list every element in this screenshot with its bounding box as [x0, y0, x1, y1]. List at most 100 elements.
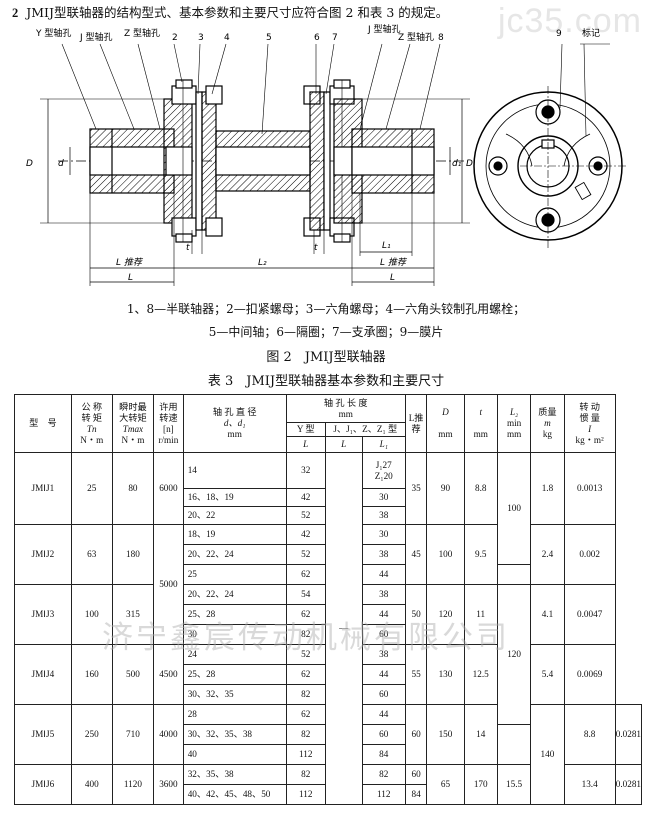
row-y-length: 32 — [285, 452, 326, 489]
dim-L-rec-right: L 推荐 — [380, 257, 408, 268]
dim-D: D — [26, 159, 33, 169]
row-lrec: 65 — [426, 764, 465, 805]
dim-L-right: L — [390, 273, 395, 283]
header-y-L: L — [285, 436, 326, 453]
row-tmax: 500 — [111, 644, 155, 705]
row-y-length: 112 — [285, 744, 326, 765]
row-y-length: 42 — [285, 488, 326, 507]
row-tn: 63 — [70, 524, 113, 585]
row-inertia: 0.0281 — [614, 764, 643, 805]
row-t: 8.8 — [463, 452, 498, 525]
row-bore: 16、18、19 — [182, 488, 287, 507]
dim-L2: L₂ — [258, 258, 267, 268]
row-y-length: 42 — [285, 524, 326, 545]
row-speed: 4000 — [153, 704, 184, 765]
row-y-length: 82 — [285, 764, 326, 785]
header-jz-type: J、J₁、Z、Z₁ 型 — [324, 422, 406, 437]
jz-length-dash: — — [324, 452, 363, 805]
row-y-length: 52 — [285, 506, 326, 525]
row-D: 150 — [426, 704, 465, 765]
row-lrec: 60 — [404, 704, 428, 765]
row-l1: 60 — [361, 624, 406, 645]
dim-L-left: L — [128, 273, 133, 283]
row-y-length: 62 — [285, 564, 326, 585]
row-bore: 28 — [182, 704, 287, 725]
row-bore: 40 — [182, 744, 287, 765]
row-y-length: 62 — [285, 664, 326, 685]
site-watermark: jc35.com — [497, 2, 642, 40]
row-mass: 1.8 — [530, 452, 565, 525]
row-L2-100: 100 — [496, 452, 532, 565]
row-speed: 6000 — [153, 452, 184, 525]
row-y-length: 82 — [285, 624, 326, 645]
label-z-hole-right: Z 型轴孔 — [398, 31, 434, 43]
row-bore: 20、22 — [182, 506, 287, 525]
row-l1: 38 — [361, 544, 406, 565]
row-bore: 30、32、35、38 — [182, 724, 287, 745]
header-y-type: Y 型 — [285, 422, 326, 437]
row-jz-length: 82 — [361, 764, 406, 785]
row-y-length: 54 — [285, 584, 326, 605]
row-L2-140: 140 — [530, 704, 565, 805]
part-number-8: 8 — [438, 33, 444, 43]
row-tn: 250 — [70, 704, 113, 765]
row-model: JMⅠJ6 — [14, 764, 72, 805]
row-tn: 400 — [70, 764, 113, 805]
row-l1: 44 — [361, 704, 406, 725]
dim-t-left: t — [186, 243, 190, 253]
row-bore: 20、22、24 — [182, 584, 287, 605]
label-z-hole-left: Z 型轴孔 — [124, 27, 160, 39]
row-tn: 25 — [70, 452, 113, 525]
part-number-9: 9 — [556, 29, 562, 39]
row-mass: 2.4 — [530, 524, 565, 585]
dim-L-rec-left: L 推荐 — [116, 257, 144, 268]
row-l1: 30 — [361, 488, 406, 507]
part-number-2: 2 — [172, 33, 178, 43]
dim-D-right: D — [466, 159, 473, 169]
row-inertia: 0.0069 — [563, 644, 616, 705]
part-number-3: 3 — [198, 33, 204, 43]
row-inertia: 0.0047 — [563, 584, 616, 645]
label-j-hole-right: J 型轴孔 — [367, 23, 401, 35]
row-bore: 25 — [182, 564, 287, 585]
row-inertia: 0.0013 — [563, 452, 616, 525]
row-bore: 25、28 — [182, 664, 287, 685]
row-tmax: 180 — [111, 524, 155, 585]
row-D: 170 — [463, 764, 498, 805]
row-l1: 38 — [361, 506, 406, 525]
dim-t-right: t — [314, 243, 318, 253]
header-speed: 许用转速[n]r/min — [153, 394, 184, 453]
row-inertia: 0.002 — [563, 524, 616, 585]
header-l-rec: L推荐 — [404, 394, 428, 453]
parts-caption-line-2: 5—中间轴；6—隔圈；7—支承圈；9—膜片 — [208, 325, 444, 339]
row-speed: 5000 — [153, 524, 184, 645]
row-lrec: 55 — [404, 644, 428, 705]
row-y-length: 82 — [285, 684, 326, 705]
row-l1: 38 — [361, 644, 406, 665]
row-tmax: 710 — [111, 704, 155, 765]
row-D: 120 — [426, 584, 465, 645]
row-bore: 32、35、38 — [182, 764, 287, 785]
row-tmax: 315 — [111, 584, 155, 645]
label-j-hole-left: J 型轴孔 — [79, 31, 113, 43]
row-l1: 44 — [361, 564, 406, 585]
header-model: 型 号 — [14, 394, 72, 453]
row-l1: 60 — [361, 684, 406, 705]
header-jz-L1: L₁ — [361, 436, 406, 453]
row-y-length: 112 — [285, 784, 326, 805]
row-y-length: 62 — [285, 604, 326, 625]
row-tn: 160 — [70, 644, 113, 705]
row-model: JMⅠJ3 — [14, 584, 72, 645]
row-tmax: 1120 — [111, 764, 155, 805]
section-text: JMⅠJ型联轴器的结构型式、基本参数和主要尺寸应符合图 2 和表 3 的规定。 — [26, 5, 449, 20]
row-bore: 30 — [182, 624, 287, 645]
table-title: 表 3 JMⅠJ型联轴器基本参数和主要尺寸 — [207, 374, 445, 389]
